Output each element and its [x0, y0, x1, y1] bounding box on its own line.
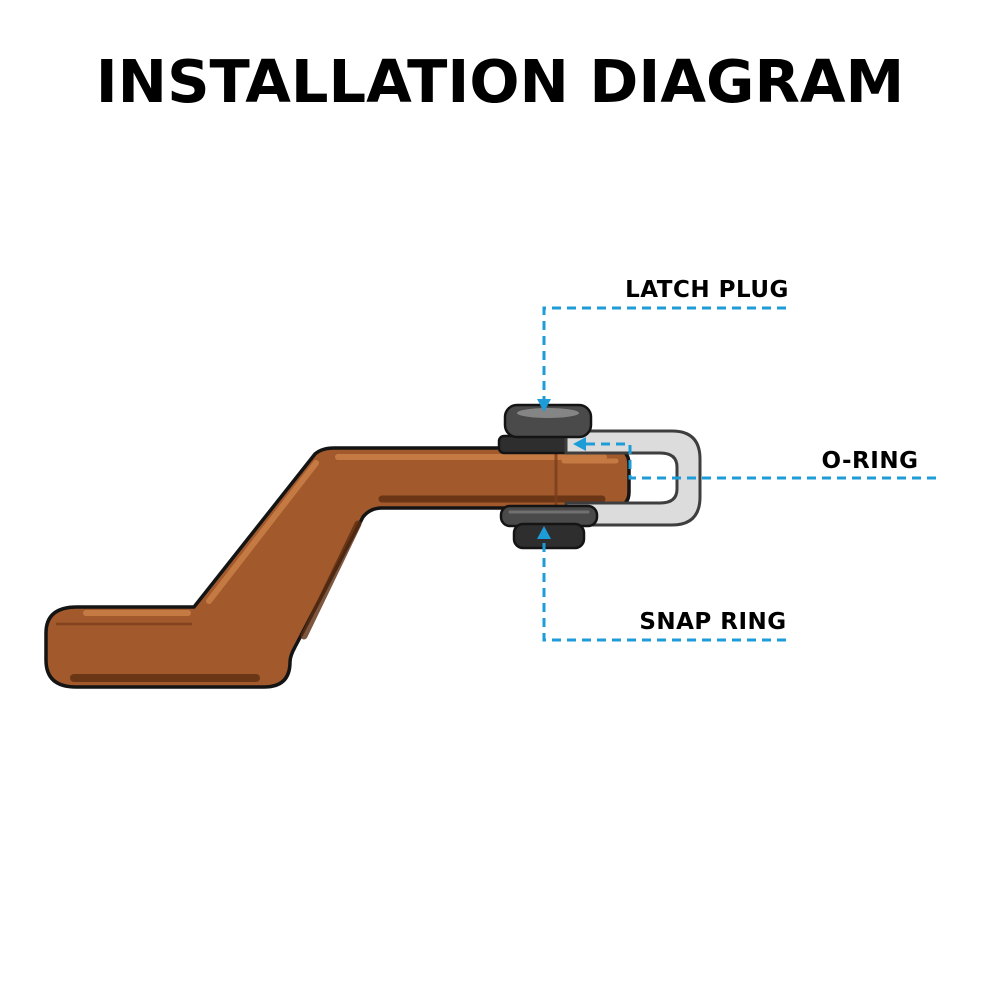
diagonal-top-highlight [206, 460, 319, 604]
o-ring-arrow-icon [573, 437, 586, 451]
latch-plug-cap [503, 403, 593, 439]
latch-plug-arrow-icon [537, 399, 551, 412]
diagonal-bottom-shade [300, 520, 362, 640]
snap-ring-arrow-icon [537, 526, 551, 539]
latch-plug-leader-line [542, 306, 786, 400]
o-ring-leader-line [586, 442, 936, 480]
latch-plug-dome-highlight [517, 408, 579, 418]
snap-ring-label: SNAP RING [639, 609, 786, 635]
latch-plug-label: LATCH PLUG [625, 277, 789, 303]
snap-ring-leader-line [542, 538, 786, 642]
hitch-drop-arm [44, 446, 631, 689]
page-title: INSTALLATION DIAGRAM [95, 47, 905, 116]
snap-ring-stack [499, 504, 599, 550]
callout-leaders [537, 306, 936, 642]
o-ring-label: O-RING [822, 448, 919, 474]
